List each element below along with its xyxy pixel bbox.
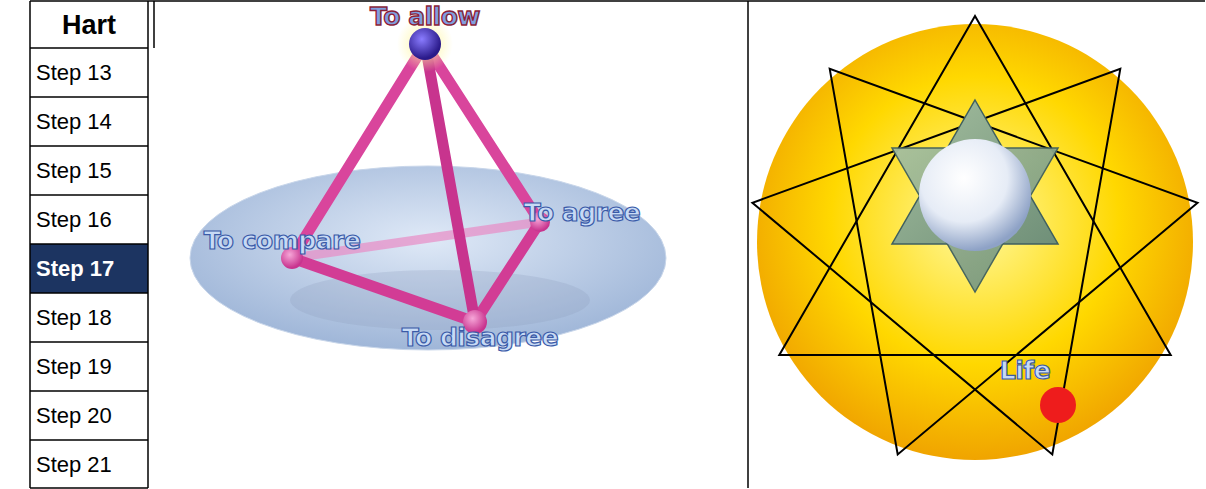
- table-header: Hart: [30, 2, 148, 48]
- life-label: Life: [1000, 358, 1050, 383]
- table-cell: Step 16: [30, 196, 148, 244]
- table-cell: Step 21: [30, 441, 148, 488]
- star-line: [830, 69, 1198, 455]
- vertex-label: To allow: [370, 4, 480, 29]
- table-cell: Step 18: [30, 294, 148, 342]
- table-cell: Step 13: [30, 49, 148, 97]
- star-line: [752, 69, 1120, 455]
- table-cell-highlighted: Step 17: [30, 245, 148, 293]
- table-cell: Step 15: [30, 147, 148, 195]
- vertex-label: To compare: [204, 228, 361, 253]
- star-line: [779, 16, 1170, 355]
- vertex-label: To disagree: [402, 325, 558, 350]
- vertex-label: To agree: [524, 200, 641, 225]
- table-cell: Step 14: [30, 98, 148, 146]
- table-cell: Step 20: [30, 392, 148, 440]
- table-cell: Step 19: [30, 343, 148, 391]
